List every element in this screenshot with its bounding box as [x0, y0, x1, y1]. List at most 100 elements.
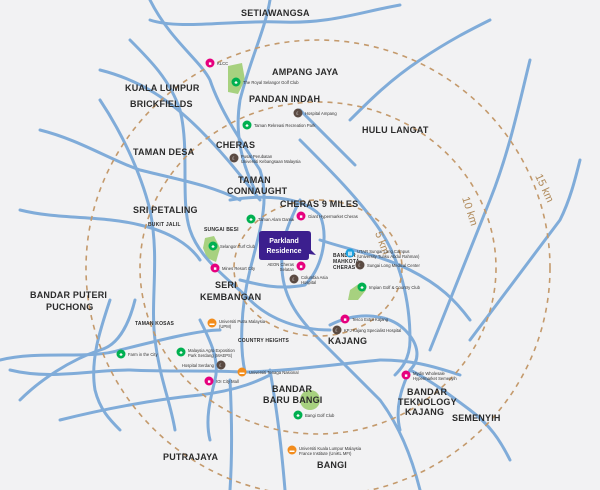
park-icon — [116, 349, 126, 359]
poi-uni[interactable]: ▬ Universiti Tenaga Nasional — [237, 367, 299, 377]
poi-label: Taman Alam Damai — [258, 217, 294, 222]
area-label: PANDAN INDAH — [249, 94, 320, 104]
poi-label: Universiti Kuala Lumpur Malaysia — [299, 446, 362, 451]
uni-glyph-icon: ▬ — [210, 321, 215, 327]
area-label: AMPANG JAYA — [272, 67, 339, 77]
poi-label: Hospital — [301, 280, 316, 285]
poi-label: Hypermarket Semenyih — [413, 376, 457, 381]
hospital-glyph-icon: ☾ — [335, 328, 339, 334]
poi-label: (UPM) — [219, 324, 232, 329]
uni-icon — [207, 318, 217, 328]
poi-label: IOI City Mall — [216, 379, 239, 384]
poi-label: Mydin Wholesale — [413, 371, 446, 376]
area-label: BRICKFIELDS — [130, 99, 193, 109]
park-glyph-icon: ♣ — [234, 80, 238, 86]
area-label: HULU LANGAT — [362, 125, 429, 135]
poi-mall[interactable]: ■ Mines Resort City — [210, 263, 256, 273]
park-icon — [246, 214, 256, 224]
poi-label: KPJ Kajang Specialist Hospital — [344, 328, 401, 333]
poi-label: UTAR Sungai Long Campus — [357, 249, 410, 254]
poi-school[interactable]: ▦UTAR Sungai Long Campus(University Tunk… — [345, 248, 420, 260]
poi-label: AEON Cheras — [267, 262, 294, 267]
area-label: BARU BANGI — [263, 395, 323, 405]
poi-park[interactable]: ♣The Royal Selangor Golf Club — [231, 77, 300, 87]
poi-label: Universiti Tenaga Nasional — [249, 370, 299, 375]
poi-mall[interactable]: ■ Tesco Extra Kajang — [340, 314, 389, 324]
area-label: TAMAN DESA — [133, 147, 195, 157]
poi-label: Universiti Kebangsaan Malaysia — [241, 159, 301, 164]
park-icon — [293, 410, 303, 420]
parkland-residence-marker[interactable]: Parkland Residence — [259, 231, 316, 260]
area-label: SRI PETALING — [133, 205, 198, 215]
park-icon — [242, 120, 252, 130]
poi-label: Sungai Long Medical Center — [367, 263, 420, 268]
development-name-line2: Residence — [266, 248, 301, 255]
area-label: BANDAR — [272, 384, 312, 394]
mall-glyph-icon: ■ — [213, 266, 216, 272]
points-of-interest: ■KLCC♣The Royal Selangor Golf Club☾Hospi… — [116, 58, 458, 457]
hospital-icon — [229, 153, 239, 163]
uni-icon — [237, 367, 247, 377]
mall-icon — [401, 370, 411, 380]
mall-glyph-icon: ■ — [404, 373, 407, 379]
poi-hospital[interactable]: ☾ KPJ Kajang Specialist Hospital — [332, 325, 402, 335]
poi-label: Impian Golf & Country Club — [369, 285, 421, 290]
hospital-icon — [289, 274, 299, 284]
park-glyph-icon: ♣ — [179, 350, 183, 356]
uni-glyph-icon: ▬ — [240, 370, 245, 376]
poi-mall[interactable]: ■IOI City Mall — [204, 376, 239, 386]
poi-mall[interactable]: ■KLCC — [205, 58, 229, 68]
school-glyph-icon: ▦ — [348, 251, 353, 257]
poi-label: Mines Resort City — [222, 266, 256, 271]
hospital-glyph-icon: ☾ — [296, 111, 300, 117]
poi-hospital[interactable]: ☾ Hospital Ampang — [293, 108, 338, 118]
area-label: BANDAR — [333, 253, 356, 259]
poi-hospital[interactable]: ☾Sungai Long Medical Center — [355, 260, 421, 270]
poi-hospital[interactable]: ☾ Hospital Serdang — [182, 360, 226, 370]
park-glyph-icon: ♣ — [119, 352, 123, 358]
park-glyph-icon: ♣ — [249, 217, 253, 223]
poi-park[interactable]: ♣Bangi Golf Club — [293, 410, 335, 420]
poi-label: Hospital Ampang — [305, 111, 337, 116]
area-label: KUALA LUMPUR — [125, 83, 200, 93]
hospital-icon — [293, 108, 303, 118]
area-labels: SETIAWANGSA AMPANG JAYA KUALA LUMPUR BRI… — [30, 8, 501, 470]
mall-glyph-icon: ■ — [343, 317, 346, 323]
poi-label: Pusat Perubatan — [241, 154, 273, 159]
poi-uni[interactable]: ▬Universiti Putra Malaysia(UPM) — [207, 318, 266, 330]
poi-mall[interactable]: ■Giant Hypermarket Cheras — [296, 211, 358, 221]
poi-park[interactable]: ♣Selangor Turf Club — [208, 241, 256, 251]
park-glyph-icon: ♣ — [296, 413, 300, 419]
uni-icon — [287, 445, 297, 455]
area-label: PUCHONG — [46, 302, 93, 312]
area-label: TAMAN — [238, 175, 271, 185]
area-label: COUNTRY HEIGHTS — [238, 338, 290, 344]
hospital-glyph-icon: ☾ — [219, 363, 223, 369]
area-label: SEMENYIH — [452, 413, 501, 423]
area-label: CHERAS 9 MILES — [280, 199, 358, 209]
poi-label: Park Serdang (MAEPS) — [188, 353, 233, 358]
poi-park[interactable]: ♣ Farm in the City — [116, 349, 159, 359]
park-icon — [357, 282, 367, 292]
area-label: MAHKOTA — [333, 259, 360, 265]
poi-park[interactable]: ♣Impian Golf & Country Club — [357, 282, 421, 292]
poi-park[interactable]: ♣ Taman Alam Damai — [246, 214, 295, 224]
poi-park[interactable]: ♣Taman Rekreasi Recreation Park — [242, 120, 317, 130]
area-label: CHERAS — [333, 265, 356, 271]
poi-label: France Institute (UniKL MFI) — [299, 451, 352, 456]
poi-label: Hospital Serdang — [182, 363, 215, 368]
poi-label: Farm in the City — [128, 352, 158, 357]
poi-label: Tesco Extra Kajang — [352, 317, 389, 322]
mall-glyph-icon: ■ — [299, 214, 302, 220]
poi-uni[interactable]: ▬Universiti Kuala Lumpur MalaysiaFrance … — [287, 445, 362, 457]
mall-icon — [296, 211, 306, 221]
area-label: PUTRAJAYA — [163, 452, 218, 462]
hospital-icon — [332, 325, 342, 335]
poi-label: KLCC — [217, 61, 228, 66]
